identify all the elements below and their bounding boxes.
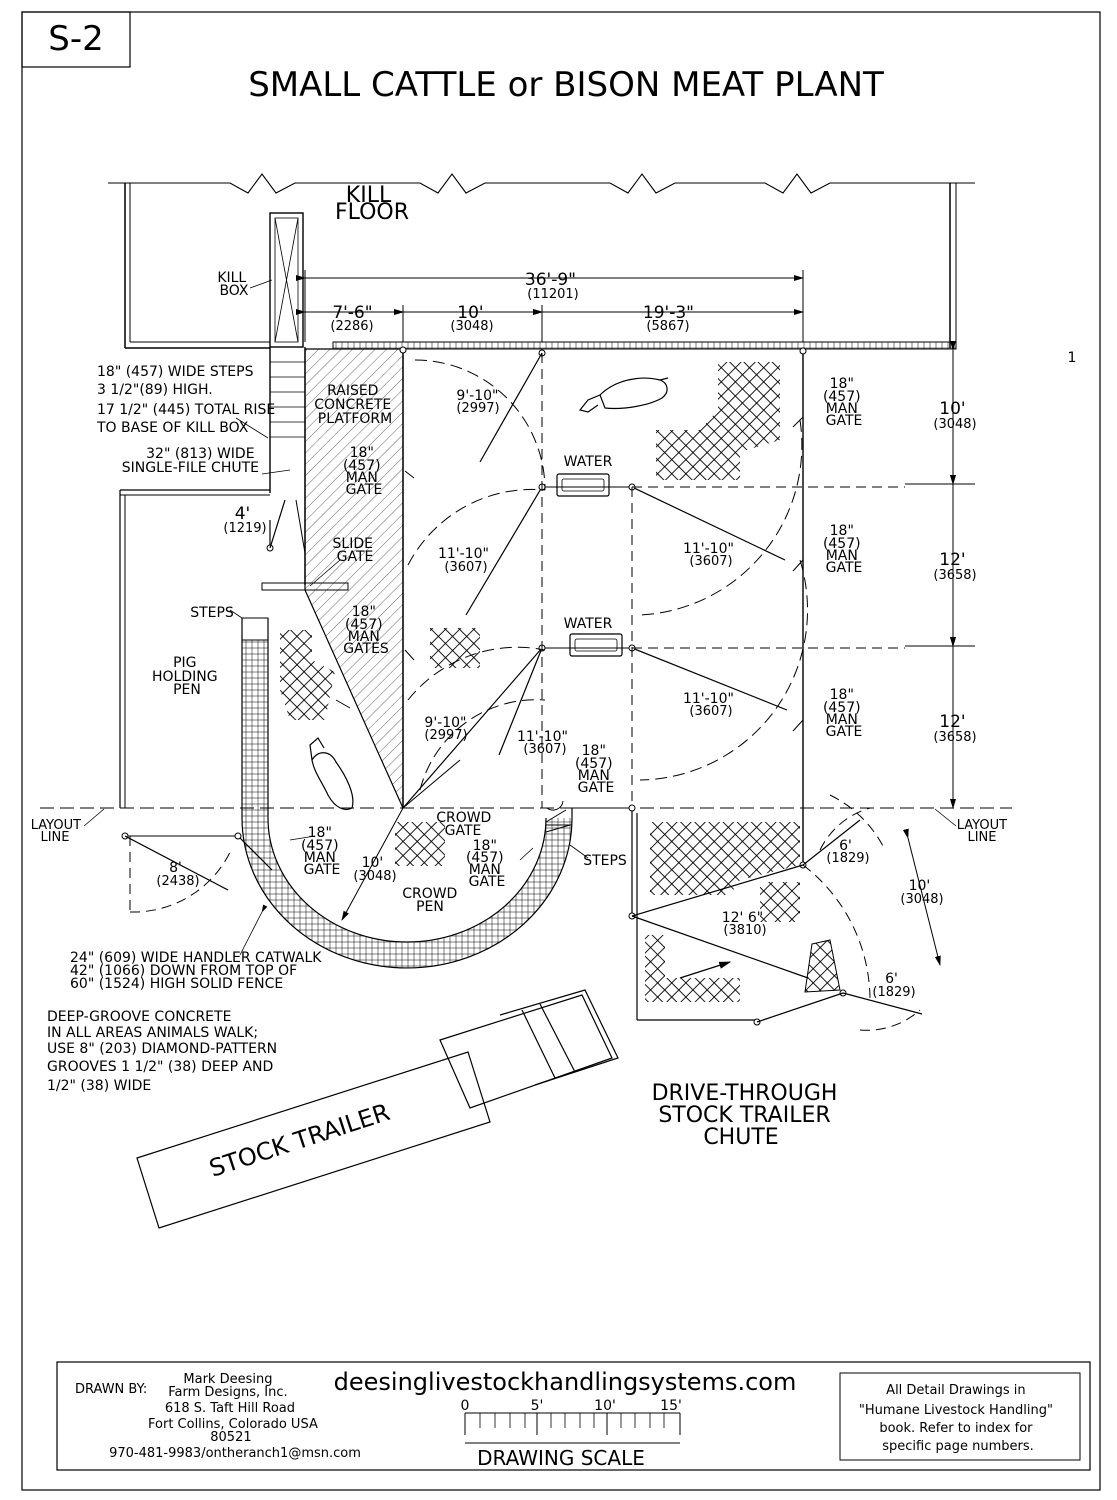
slide-gate-label: SLIDE GATE [333,536,378,565]
scale-tick-5: 5' [531,1398,544,1414]
dim-chute-10: 10' (3048) [900,875,943,907]
title-block [56,1361,1091,1471]
dim-chute-6b: 6' (1829) [872,968,915,1000]
website: deesinglivestockhandlingsystems.com [334,1368,797,1396]
right-dimensions [905,341,975,809]
groove-pattern-areas [280,362,840,1002]
man-gate-label-4: 18" (457) MAN GATE [823,687,865,740]
steps-note: 18" (457) WIDE STEPS 3 1/2"(89) HIGH. 17… [96,364,280,436]
dim-chute-6a: 6' (1829) [826,835,869,866]
scale-tick-0: 0 [461,1398,470,1414]
crowd-pen [121,609,589,969]
scale-tick-10: 10' [594,1398,616,1414]
chute-wedge [804,939,841,993]
cow-icon [578,377,669,413]
kill-floor-building [108,173,975,350]
dim-right-12a: 12' (3658) [933,550,976,583]
dim-10: 10' (3048) [450,303,493,334]
kill-box [249,212,304,348]
dim-gate-6: 11'-10" (3607) [517,726,573,757]
drive-through-chute [572,794,941,1031]
drive-through-label: DRIVE-THROUGH STOCK TRAILER CHUTE [652,1081,845,1150]
man-gate-label-7: 18" (457) MAN GATE [466,838,508,890]
man-gate-label-2: 18" (457) MAN GATE [343,445,385,498]
crowd-pen-label: CROWD PEN [402,886,462,915]
chute-note: 32" (813) WIDE SINGLE-FILE CHUTE [122,446,259,476]
man-gate-label-3: 18" (457) MAN GATE [823,523,865,576]
dim-gate-2: 11'-10" (3607) [438,543,494,575]
dim-right-10: 10' (3048) [933,399,976,432]
page-title: SMALL CATTLE or BISON MEAT PLANT [248,65,884,105]
dim-gate-5: 9'-10" (2997) [424,712,471,743]
stock-trailer-label: STOCK TRAILER [206,1098,393,1183]
concrete-note: DEEP-GROOVE CONCRETE IN ALL AREAS ANIMAL… [47,1009,282,1094]
dim-overall: 36'-9" (11201) [525,270,581,302]
crowd-gate-label: CROWD GATE [436,810,496,839]
top-dimensions [296,270,804,342]
dim-7-6: 7'-6" (2286) [330,303,377,334]
page-border [21,11,1101,1491]
pig-pen-label: PIG HOLDING PEN [152,655,222,698]
layout-line-left-label: LAYOUT LINE [31,818,85,845]
kill-box-label: KILL BOX [217,270,250,299]
man-gate-label-6: 18" (457) MAN GATE [301,825,343,878]
reference-note: All Detail Drawings in "Humane Livestock… [859,1383,1057,1454]
dim-gate-4: 11'-10" (3607) [683,688,739,719]
holding-pens [335,346,905,865]
cow-icon-crowd-pen [309,737,354,811]
man-gates-label: 18" (457) MAN GATES [343,604,389,657]
sheet-number: S-2 [48,19,103,59]
dim-19-3: 19'-3" (5867) [643,303,699,334]
water-label-1: WATER [564,454,613,470]
dim-chute-12-6: 12' 6" (3810) [722,907,769,938]
man-gate-label-5: 18" (457) MAN GATE [575,743,617,796]
dim-gate-3: 11'-10" (3607) [683,538,739,569]
dim-gate-1: 9'-10" (2997) [456,385,503,416]
layout-leader-right [934,808,957,827]
platform-label: RAISED CONCRETE PLATFORM [314,383,395,427]
drawn-by-label: DRAWN BY: [75,1382,147,1397]
dim-right-12b: 12' (3658) [933,712,976,745]
scale-tick-15: 15' [660,1398,682,1414]
steps-label-left: STEPS [190,605,234,621]
catwalk-note: 24" (609) WIDE HANDLER CATWALK 42" (1066… [70,950,326,992]
dim-crowd-10: 10' (3048) [353,852,396,884]
sheet-number-box [21,11,131,68]
stock-trailer [136,989,619,1229]
steps-label-right: STEPS [583,853,627,869]
kill-floor-label: KILL FLOOR [335,183,409,225]
layout-leader-left [83,808,105,827]
page-number: 1 [1068,350,1077,366]
drawing-scale-label: DRAWING SCALE [477,1446,645,1470]
water-label-2: WATER [564,616,613,632]
layout-line-right-label: LAYOUT LINE [957,818,1011,845]
designer-info: Mark Deesing Farm Designs, Inc. 618 S. T… [109,1372,361,1461]
dim-chute-4: 4' (1219) [223,504,266,536]
man-gate-label-1: 18" (457) MAN GATE [823,376,865,429]
dim-gate-8: 8' (2438) [156,857,199,889]
